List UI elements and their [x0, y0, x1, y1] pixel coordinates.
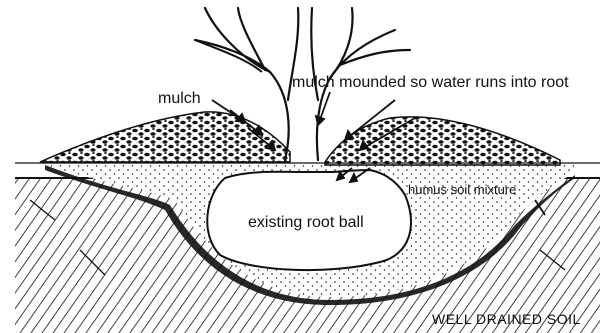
well-drained-soil-label: WELL DRAINED SOIL	[432, 312, 581, 326]
humus-soil-mixture-label: humus soil mixture	[408, 183, 516, 196]
mulch-label: mulch	[158, 91, 201, 107]
mulch-mounded-label: mulch mounded so water runs into root	[292, 75, 569, 91]
root-ball-label: existing root ball	[248, 215, 364, 231]
mulch-mound-left	[40, 112, 290, 162]
mulch-mound-right	[325, 117, 560, 165]
